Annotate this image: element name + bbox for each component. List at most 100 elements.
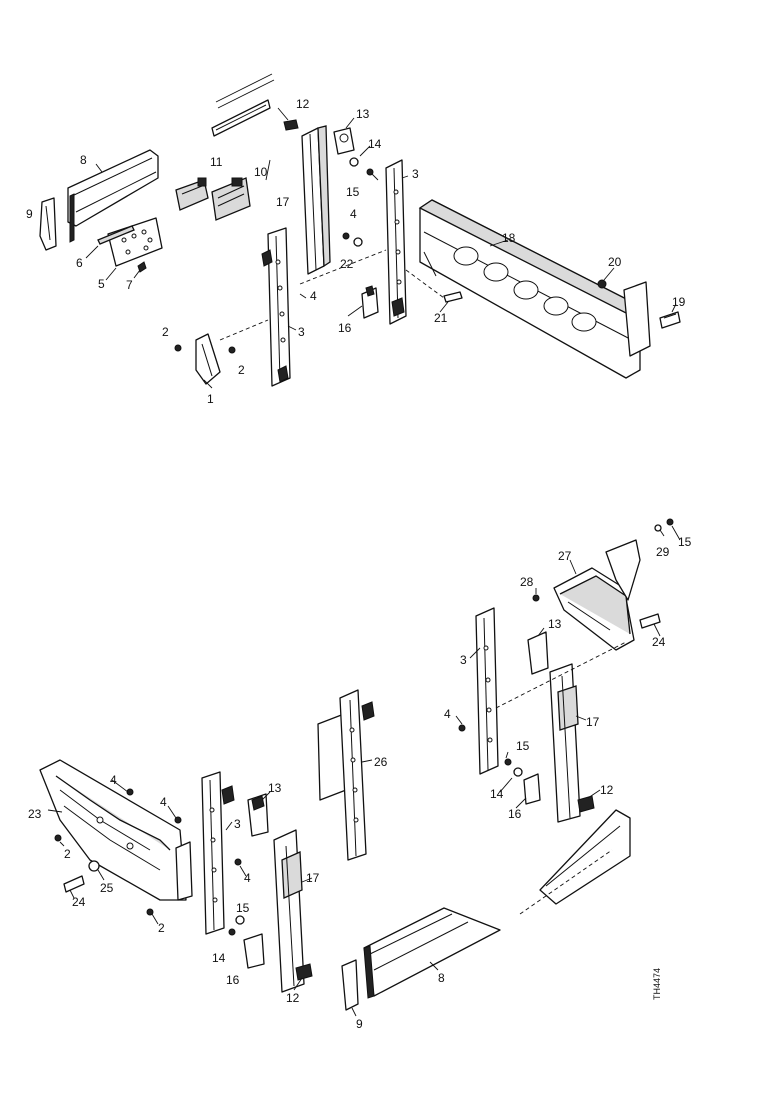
- callout-label: 12: [600, 783, 614, 797]
- callout-label: 18: [502, 231, 516, 245]
- nut-20: [597, 279, 607, 289]
- callout-label: 4: [310, 289, 317, 303]
- callout-label: 27: [558, 549, 572, 563]
- vertical-post-3-right: [385, 159, 407, 325]
- bottom-assembly: [39, 518, 681, 1017]
- nut-15-bottom-left: [228, 928, 236, 936]
- bolt-24-bottom-right: [639, 613, 661, 629]
- bolt-19: [659, 311, 681, 329]
- callout-label: 10: [254, 165, 268, 179]
- end-cap-9-bottom: [341, 959, 359, 1011]
- callout-label: 15: [236, 901, 250, 915]
- washer-29: [654, 524, 662, 532]
- callout-label: 8: [80, 153, 87, 167]
- top-assembly: [39, 73, 681, 389]
- callout-label: 16: [338, 321, 352, 335]
- bracket-16-top: [361, 285, 379, 319]
- bolt-2-bottom-b: [146, 908, 154, 916]
- callout-label: 11: [210, 155, 223, 169]
- post-26: [317, 689, 375, 861]
- bolt-21: [405, 269, 463, 303]
- callout-label: 4: [110, 773, 117, 787]
- callout-label: 17: [306, 871, 320, 885]
- callout-label: 23: [28, 807, 42, 821]
- callout-label: 15: [346, 185, 360, 199]
- channel-post-17-top: [283, 119, 355, 275]
- callout-label: 24: [652, 635, 666, 649]
- clip-11: [175, 177, 209, 211]
- bolt-2-top-b: [228, 346, 236, 354]
- callout-label: 20: [608, 255, 622, 269]
- callout-label: 14: [212, 951, 226, 965]
- callout-label: 13: [268, 781, 282, 795]
- callout-label: 2: [238, 363, 245, 377]
- align-line-top-a: [219, 319, 269, 341]
- callout-label: 21: [434, 311, 448, 325]
- callout-label: 19: [672, 295, 686, 309]
- bolt-24-bottom-left: [63, 875, 85, 893]
- mount-bracket-23: [39, 759, 193, 901]
- bolt-2-top-a: [174, 344, 182, 352]
- callout-label: 4: [350, 207, 357, 221]
- callout-label: 9: [356, 1017, 363, 1031]
- callout-label: 8: [438, 971, 445, 985]
- callout-label: 16: [508, 807, 522, 821]
- trim-rail-right: [519, 809, 631, 915]
- bracket-1: [195, 333, 221, 385]
- callout-label: 12: [296, 97, 310, 111]
- crossbeam-18: [418, 199, 651, 379]
- side-panel-8-bottom: [363, 907, 501, 999]
- callout-label: 28: [520, 575, 534, 589]
- callout-label: 6: [76, 256, 83, 270]
- washer-14-bottom-left: [235, 915, 245, 925]
- callout-label: 29: [656, 545, 670, 559]
- mount-bracket-27: [553, 539, 641, 651]
- callout-label: 13: [548, 617, 562, 631]
- callout-label: 13: [356, 107, 370, 121]
- callout-label: 17: [586, 715, 600, 729]
- bolt-28: [532, 594, 540, 602]
- align-line-top-b: [299, 249, 387, 285]
- callout-label: 3: [298, 325, 305, 339]
- callout-label: 12: [286, 991, 300, 1005]
- callout-label: 2: [162, 325, 169, 339]
- callout-label: 22: [340, 257, 354, 271]
- callout-label: 3: [234, 817, 241, 831]
- washer-14-bottom-right: [513, 767, 523, 777]
- bolt-4-bottom-c: [234, 858, 242, 866]
- clip-13-bottom-right: [527, 631, 549, 675]
- callout-label: 1: [207, 392, 214, 406]
- bolt-4-bottom-d: [458, 724, 466, 732]
- end-cap-9: [39, 197, 57, 251]
- callout-labels: 1 2 2 3 3 4 4 5 6 7 8 9 10 11 12 13 14 1…: [26, 97, 692, 1031]
- nut-15-top: [366, 168, 374, 176]
- callout-label: 25: [100, 881, 114, 895]
- trim-strip-upper: [211, 73, 275, 137]
- align-line-bottom: [495, 641, 627, 709]
- bolt-4-bottom-b: [174, 816, 182, 824]
- figure-id: TH4474: [652, 968, 662, 1000]
- callout-label: 4: [444, 707, 451, 721]
- callout-label: 2: [64, 847, 71, 861]
- channel-post-17-bottom-right: [549, 663, 595, 823]
- callout-label: 26: [374, 755, 388, 769]
- callout-label: 24: [72, 895, 86, 909]
- callout-label: 17: [276, 195, 290, 209]
- nut-15-bottom-right-a: [666, 518, 674, 526]
- bracket-plate-7: [97, 217, 163, 273]
- callout-label: 3: [460, 653, 467, 667]
- callout-label: 4: [160, 795, 167, 809]
- callout-label: 5: [98, 277, 105, 291]
- channel-post-17-bottom-left: [273, 829, 313, 993]
- callout-label: 3: [412, 167, 419, 181]
- callout-label: 9: [26, 207, 33, 221]
- clip-13-bottom-left: [247, 793, 269, 837]
- washer-25: [88, 860, 100, 872]
- callout-label: 14: [368, 137, 382, 151]
- callout-label: 4: [244, 871, 251, 885]
- callout-label: 15: [678, 535, 692, 549]
- vertical-post-3-bottom-left: [201, 771, 235, 935]
- nut-4-top: [342, 232, 350, 240]
- bolt-2-bottom-a: [54, 834, 62, 842]
